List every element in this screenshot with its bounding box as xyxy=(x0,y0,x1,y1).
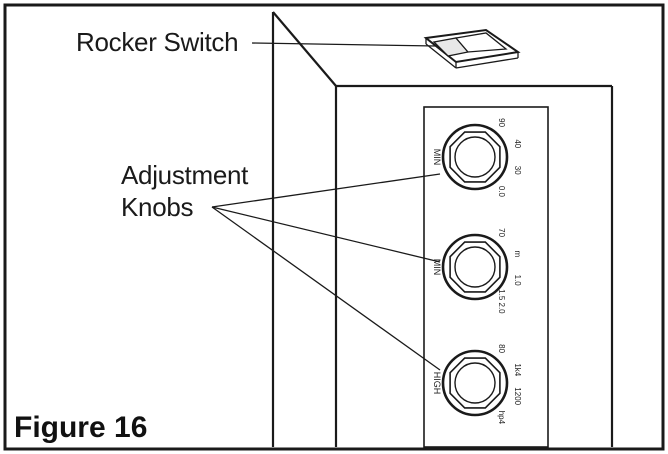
adjustment-knob-bottom: HIGH 80 1k4 1200 hp4 xyxy=(432,344,522,424)
knob-dial-label: MIN xyxy=(432,149,442,166)
knob-panel xyxy=(423,106,549,448)
knob-leader-bottom xyxy=(211,206,441,371)
knob-scale-mark: hp4 xyxy=(497,411,506,425)
enclosure xyxy=(271,11,614,447)
rocker-switch-label: Rocker Switch xyxy=(76,27,238,57)
knob-scale-mark: 1200 xyxy=(513,387,522,405)
knob-face xyxy=(454,136,496,178)
knob-face xyxy=(454,362,496,404)
knob-scale-mark: 40 xyxy=(513,139,522,148)
leader-lines xyxy=(211,42,441,371)
knob-rim xyxy=(441,123,509,191)
knob-scale-mark: 30 xyxy=(513,166,522,175)
adjustment-knobs-label-line1: Adjustment xyxy=(121,160,249,190)
knob-dial-label: MIN xyxy=(432,259,442,276)
knob-grip xyxy=(449,131,501,183)
knob-rim xyxy=(441,233,509,301)
adjustment-knob-top: MIN 90 40 30 0.0 xyxy=(432,118,522,197)
rocker-switch-leader xyxy=(251,42,437,47)
rocker-switch xyxy=(423,28,521,69)
knob-grip xyxy=(449,241,501,293)
knob-rim xyxy=(441,349,509,417)
knob-leader-top xyxy=(211,173,441,208)
knob-grip xyxy=(449,357,501,409)
knob-scale-mark: m xyxy=(513,250,522,257)
figure-caption: Figure 16 xyxy=(14,411,147,444)
knob-face xyxy=(454,246,496,288)
knob-scale-mark: 1k4 xyxy=(513,363,522,376)
knob-leader-middle xyxy=(211,206,441,263)
knob-scale-mark: 1.0 xyxy=(513,275,522,287)
knob-scale-mark: 0.0 xyxy=(497,186,506,198)
knob-scale-mark: 70 xyxy=(497,228,506,237)
knob-scale-mark: 90 xyxy=(497,118,506,127)
knob-scale-mark: 80 xyxy=(497,344,506,353)
figure-frame xyxy=(3,3,665,451)
adjustment-knob-middle: MIN 70 m 1.0 1.5 2.0 xyxy=(432,228,522,314)
knob-scale-mark: 1.5 2.0 xyxy=(497,289,506,314)
knob-dial-label: HIGH xyxy=(432,372,442,395)
adjustment-knobs-label-line2: Knobs xyxy=(121,192,194,222)
